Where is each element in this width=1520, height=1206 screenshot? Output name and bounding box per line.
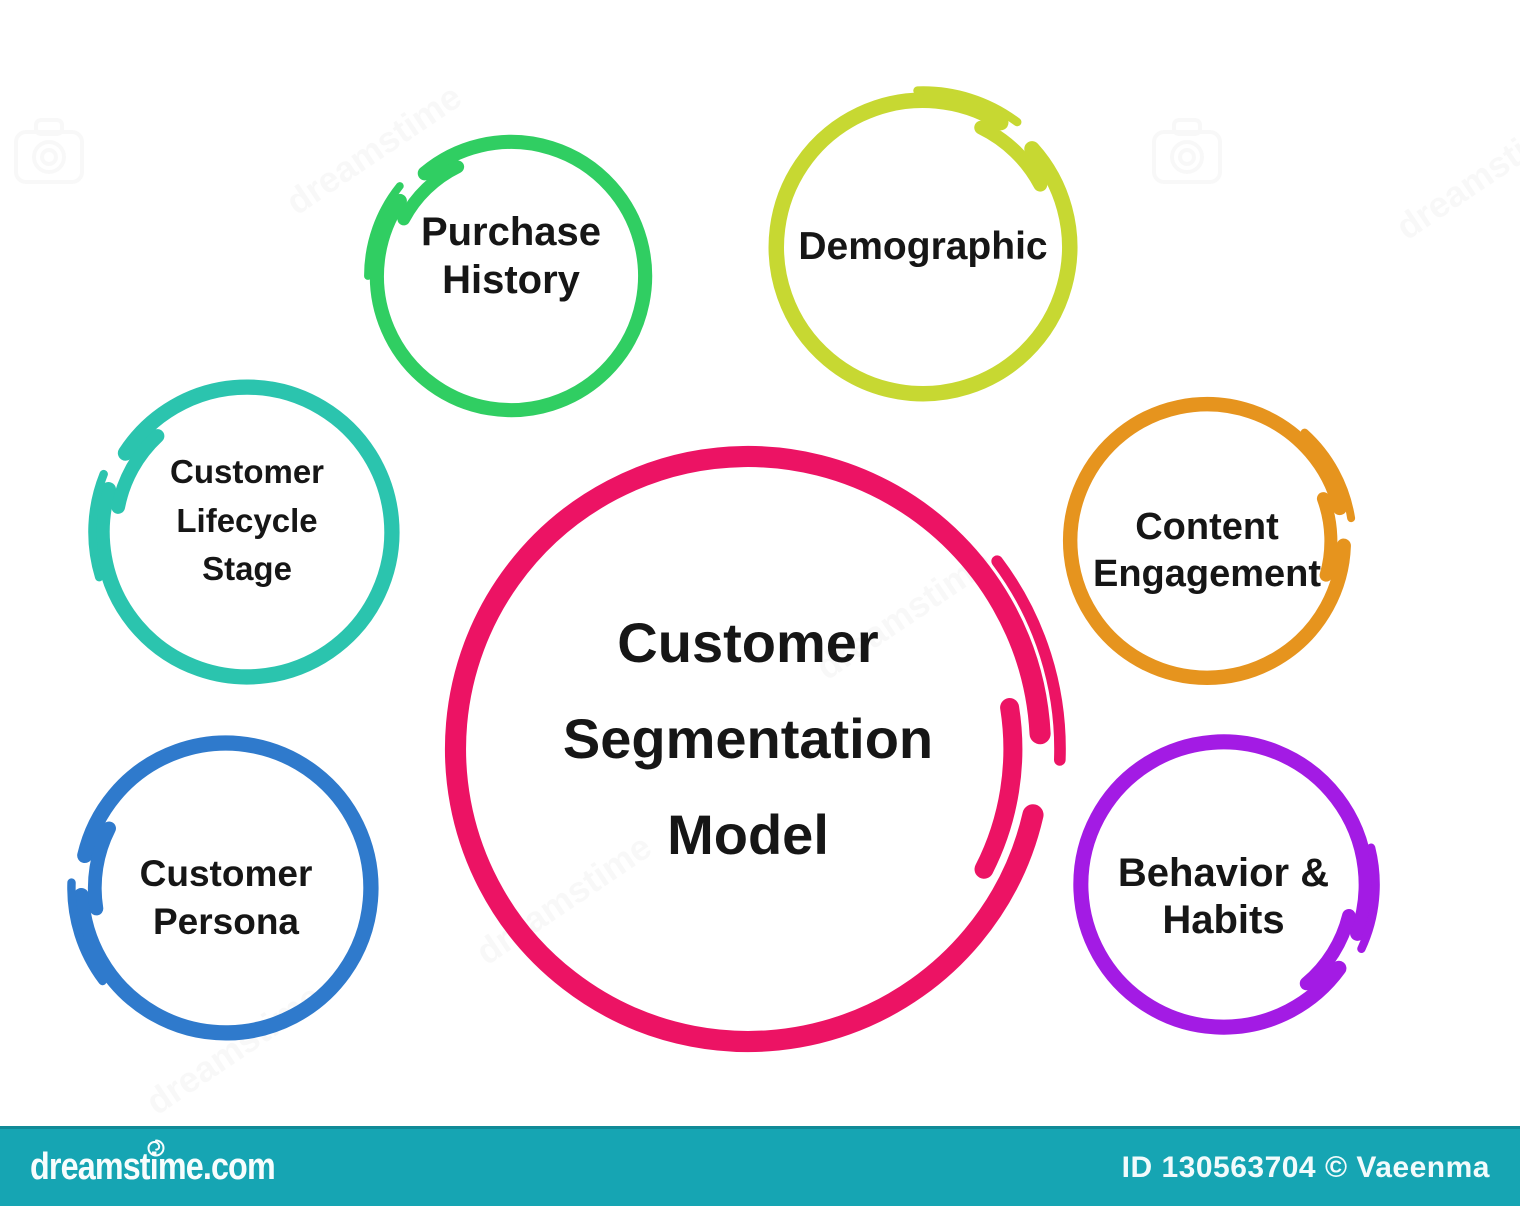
customer-lifecycle-stage-label: Customer Lifecycle Stage bbox=[169, 452, 325, 588]
dreamstime-logo: dreamstime.com bbox=[30, 1139, 318, 1189]
camera-watermark-icon bbox=[10, 112, 88, 192]
behavior-habits-label: Behavior & Habits bbox=[1117, 850, 1330, 942]
demographic-circle bbox=[768, 86, 1078, 402]
node-customer-persona: Customer Persona bbox=[65, 727, 387, 1049]
camera-watermark-icon bbox=[1148, 112, 1226, 192]
customer-segmentation-model-circle bbox=[444, 445, 1066, 1053]
node-behavior-habits: Behavior & Habits bbox=[1065, 726, 1382, 1043]
customer-persona-circle bbox=[67, 735, 379, 1041]
demographic-label: Demographic bbox=[798, 224, 1048, 268]
center-label: Customer Segmentation Model bbox=[562, 610, 934, 867]
node-customer-lifecycle-stage: Customer Lifecycle Stage bbox=[86, 371, 408, 693]
node-purchase-history: Purchase History bbox=[362, 127, 660, 425]
customer-lifecycle-stage-circle bbox=[88, 379, 400, 685]
watermark-bar: dreamstime.com ID 130563704 © Vaeenma bbox=[0, 1126, 1520, 1206]
image-id-text: ID 130563704 © Vaeenma bbox=[1121, 1150, 1490, 1184]
behavior-habits-circle bbox=[1073, 734, 1380, 1035]
logo-spiral-icon bbox=[147, 1139, 165, 1157]
background-watermark-text: dreamstime bbox=[1388, 101, 1520, 249]
node-customer-segmentation-model: Customer Segmentation Model bbox=[423, 424, 1073, 1074]
content-engagement-label: Content Engagement bbox=[1092, 505, 1322, 596]
content-engagement-circle bbox=[1062, 396, 1356, 685]
node-demographic: Demographic bbox=[760, 84, 1086, 410]
node-content-engagement: Content Engagement bbox=[1055, 389, 1359, 693]
dreamstime-logo-text: dreamstime.com bbox=[30, 1146, 276, 1188]
customer-persona-label: Customer Persona bbox=[139, 852, 313, 942]
purchase-history-circle bbox=[364, 134, 653, 418]
purchase-history-label: Purchase History bbox=[420, 210, 602, 302]
